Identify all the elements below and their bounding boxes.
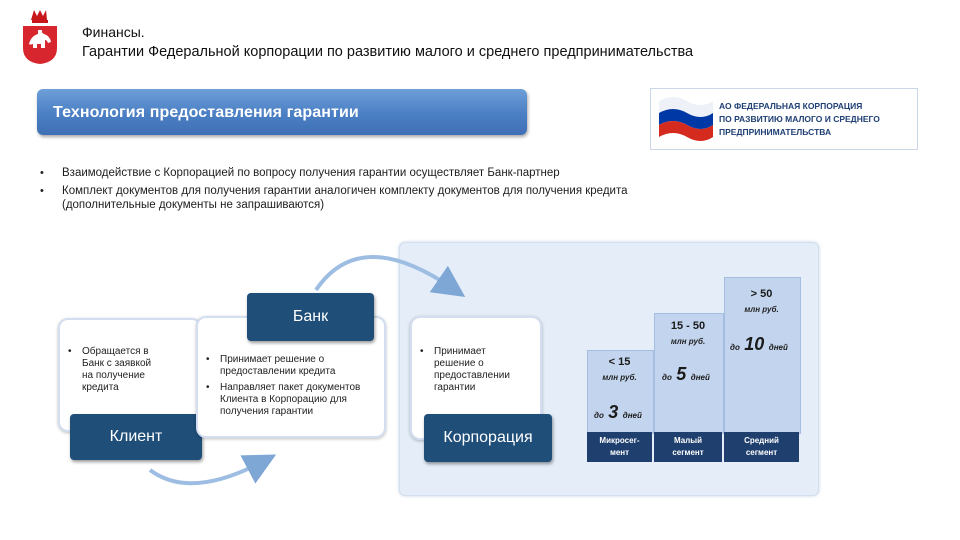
bullet-text-continued: (дополнительные документы не запрашивают… xyxy=(62,199,325,211)
segment-name-micro: Микросег-мент xyxy=(587,432,652,462)
bank-text-line: предоставлении кредита xyxy=(220,366,336,377)
header-title: Финансы. xyxy=(82,24,145,40)
partner-name-line: ПО РАЗВИТИЮ МАЛОГО И СРЕДНЕГО xyxy=(719,114,880,124)
days-number: 3 xyxy=(608,402,619,422)
corporation-text-line: Принимает xyxy=(434,346,486,357)
days-number: 10 xyxy=(744,334,765,354)
partner-name: АО ФЕДЕРАЛЬНАЯ КОРПОРАЦИЯ ПО РАЗВИТИЮ МА… xyxy=(719,100,909,139)
partner-name-line: ПРЕДПРИНИМАТЕЛЬСТВА xyxy=(719,127,832,137)
partner-logo-box: АО ФЕДЕРАЛЬНАЯ КОРПОРАЦИЯ ПО РАЗВИТИЮ МА… xyxy=(650,88,918,150)
segment-name-line: сегмент xyxy=(672,448,704,457)
client-text-line: Обращается в xyxy=(82,346,149,357)
client-bullet: • Обращается в Банк с заявкой на получен… xyxy=(68,346,152,393)
days-unit: дней xyxy=(768,343,788,352)
bank-label: Банк xyxy=(247,293,374,341)
segment-amount: 15 - 50 xyxy=(670,320,706,332)
segment-name-line: мент xyxy=(609,448,630,457)
client-label: Клиент xyxy=(70,414,202,460)
segment-amount: > 50 xyxy=(750,288,773,300)
section-banner: Технология предоставления гарантии xyxy=(37,89,527,135)
arrow-bank-to-corporation xyxy=(314,255,466,298)
days-prefix: до xyxy=(594,411,604,420)
days-prefix: до xyxy=(730,343,740,352)
bullet-marker: • xyxy=(40,167,44,179)
segment-days: до 10 дней xyxy=(730,334,788,355)
days-number: 5 xyxy=(676,364,687,384)
segment-unit: млн руб. xyxy=(670,337,706,346)
segment-name-medium: Средний сегмент xyxy=(724,432,799,462)
corporation-text-line: гарантии xyxy=(434,382,476,393)
bullet-text: Комплект документов для получения гарант… xyxy=(62,185,628,197)
segment-amount: < 15 xyxy=(608,356,631,368)
segment-bar-small xyxy=(654,313,724,434)
arrow-client-to-bank xyxy=(148,454,277,486)
corporation-text-line: решение о xyxy=(434,358,484,369)
segment-name-line: Малый xyxy=(673,436,703,445)
segment-name-line: сегмент xyxy=(745,448,778,457)
segment-name-line: Микросег- xyxy=(599,436,640,445)
client-text-line: кредита xyxy=(82,382,119,393)
bank-text-line: Направляет пакет документов xyxy=(220,382,361,393)
days-unit: дней xyxy=(690,373,710,382)
segment-bar-micro xyxy=(587,350,654,434)
segment-days: до 5 дней xyxy=(662,364,710,385)
partner-name-line: АО ФЕДЕРАЛЬНАЯ КОРПОРАЦИЯ xyxy=(719,101,863,111)
segment-bar-medium xyxy=(724,277,801,434)
bank-text-line: получения гарантии xyxy=(220,406,314,417)
section-title: Технология предоставления гарантии xyxy=(53,104,359,121)
segment-name-small: Малый сегмент xyxy=(654,432,722,462)
russian-flag-icon xyxy=(657,93,715,150)
header-subtitle: Гарантии Федеральной корпорации по разви… xyxy=(82,44,694,60)
client-text-line: Банк с заявкой xyxy=(82,358,152,369)
segment-unit: млн руб. xyxy=(602,373,637,382)
bullet-text: Взаимодействие с Корпорацией по вопросу … xyxy=(62,167,560,179)
bullet-marker: • xyxy=(40,185,44,197)
corporation-text-line: предоставлении xyxy=(434,370,510,381)
segment-name-line: Средний xyxy=(744,436,779,445)
bank-bullet: • Направляет пакет документов Клиента в … xyxy=(206,382,361,417)
client-card xyxy=(58,318,202,432)
segment-unit: млн руб. xyxy=(744,305,779,314)
bank-bullet: • Принимает решение о предоставлении кре… xyxy=(206,354,336,377)
days-unit: дней xyxy=(622,411,642,420)
corporation-label: Корпорация xyxy=(424,414,552,462)
bank-text-line: Клиента в Корпорацию для xyxy=(220,394,347,405)
bank-text-line: Принимает решение о xyxy=(220,354,325,365)
client-text-line: на получение xyxy=(82,370,145,381)
days-prefix: до xyxy=(662,373,672,382)
segment-days: до 3 дней xyxy=(594,402,642,423)
corporation-bullet: • Принимает решение о предоставлении гар… xyxy=(420,346,510,393)
region-emblem-logo xyxy=(20,8,60,66)
